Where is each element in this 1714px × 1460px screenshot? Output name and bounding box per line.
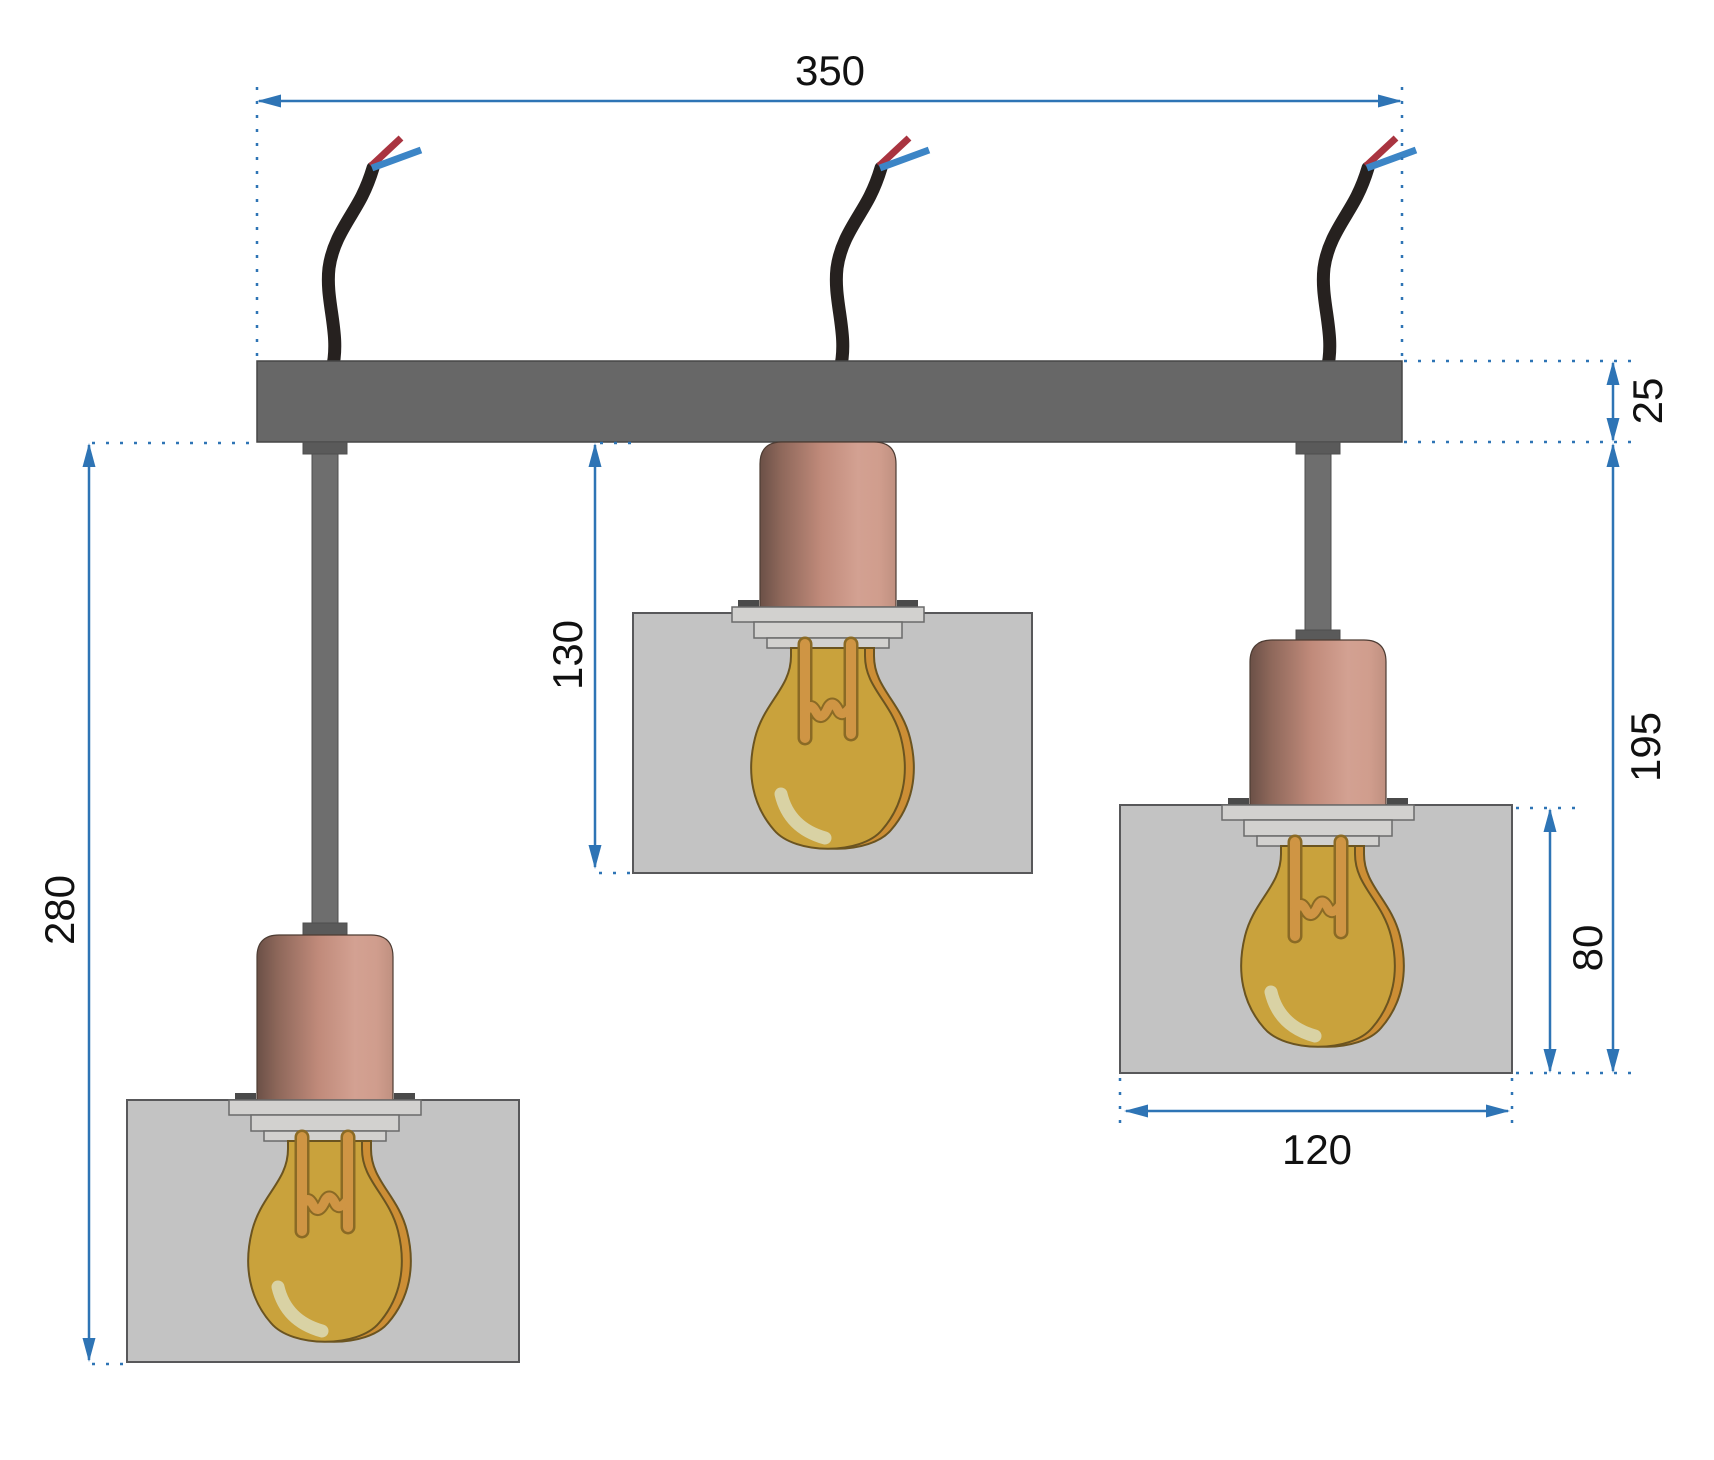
wire-strand-red xyxy=(1363,135,1399,169)
dim-label-right-drop: 195 xyxy=(1622,711,1669,783)
dimension-lines xyxy=(82,94,1620,1362)
arrowhead xyxy=(1606,361,1620,385)
wire-cable xyxy=(321,161,380,377)
rod-connector-top xyxy=(302,441,348,455)
arrowhead xyxy=(1606,418,1620,442)
wire-cable xyxy=(1316,161,1375,377)
power-wire-right xyxy=(1316,135,1418,377)
rod-shaft xyxy=(311,441,339,941)
arrowhead xyxy=(588,845,602,869)
arrowhead xyxy=(1543,808,1557,832)
arrowhead xyxy=(1378,94,1402,108)
extension-lines xyxy=(92,78,1638,1366)
arrowhead xyxy=(1486,1104,1510,1118)
wire-strand-blue xyxy=(878,146,931,172)
arrowhead xyxy=(1124,1104,1148,1118)
wire-strand-red xyxy=(368,135,404,169)
arrowhead xyxy=(1606,1049,1620,1073)
wire-strand-blue xyxy=(370,146,423,172)
dim-label-middle-drop: 130 xyxy=(544,619,591,691)
arrowhead xyxy=(1543,1049,1557,1073)
wire-cable xyxy=(829,161,888,377)
mounting-bar xyxy=(256,360,1403,443)
arrowhead xyxy=(82,443,96,467)
dim-label-total-width: 350 xyxy=(794,47,866,94)
dim-label-shade-width: 120 xyxy=(1281,1126,1353,1173)
arrowhead xyxy=(588,443,602,467)
power-wire-middle xyxy=(829,135,931,377)
hanging-rod-left xyxy=(302,441,348,941)
arrowhead xyxy=(1606,443,1620,467)
wire-strand-red xyxy=(876,135,912,169)
power-wire-left xyxy=(321,135,423,377)
rod-connector-top xyxy=(1295,441,1341,455)
dim-label-bar-height: 25 xyxy=(1624,377,1671,425)
hanging-rod-right xyxy=(1295,441,1341,646)
wire-strand-blue xyxy=(1365,146,1418,172)
rod-shaft xyxy=(1304,441,1332,646)
arrowhead xyxy=(257,94,281,108)
dim-label-shade-height: 80 xyxy=(1564,924,1611,972)
arrowhead xyxy=(82,1338,96,1362)
dim-label-left-drop: 280 xyxy=(36,874,83,946)
